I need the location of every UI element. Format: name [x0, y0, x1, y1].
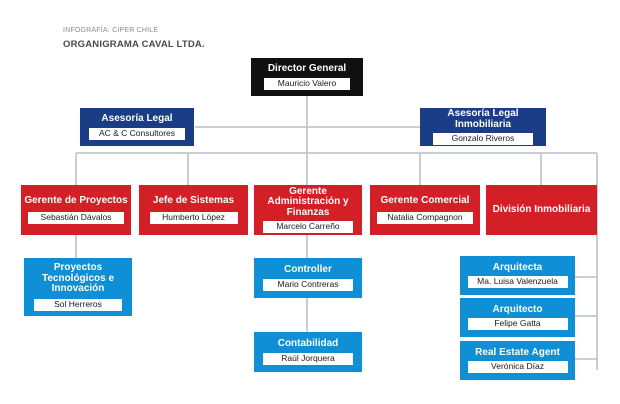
name-label: Mario Contreras: [263, 278, 353, 291]
infographic-credit: INFOGRAFÍA: CIPER CHILE: [63, 27, 159, 34]
real-estate-agent-box: Real Estate Agent Verónica Díaz: [460, 341, 575, 380]
name-label: AC & C Consultores: [89, 127, 185, 140]
role-label: Asesoría Legal Inmobiliaria: [447, 108, 519, 130]
role-label: Arquitecta: [492, 261, 543, 273]
commercial-manager-box: Gerente Comercial Natalia Compagnon: [370, 185, 480, 235]
role-label: Jefe de Sistemas: [152, 194, 235, 206]
name-label: Natalia Compagnon: [377, 212, 473, 225]
name-label: Sol Herreros: [34, 298, 122, 311]
tech-projects-box: Proyectos Tecnológicos e Innovación Sol …: [24, 258, 132, 316]
systems-head-box: Jefe de Sistemas Humberto López: [139, 185, 248, 235]
name-label: Raúl Jorquera: [263, 352, 353, 365]
director-general-box: Director General Mauricio Valero: [251, 58, 363, 96]
chart-title: ORGANIGRAMA CAVAL LTDA.: [63, 39, 205, 50]
name-label: Sebastián Dávalos: [28, 212, 124, 225]
role-label: Gerente de Proyectos: [24, 194, 128, 206]
projects-manager-box: Gerente de Proyectos Sebastián Dávalos: [21, 185, 131, 235]
name-label: Felipe Gatta: [467, 318, 568, 331]
role-label: Arquitecto: [492, 303, 543, 315]
role-label: Gerente Comercial: [380, 194, 470, 206]
role-label: División Inmobiliaria: [492, 203, 591, 215]
admin-finance-manager-box: Gerente Administración y Finanzas Marcel…: [254, 185, 362, 235]
name-label: Mauricio Valero: [264, 77, 350, 90]
accounting-box: Contabilidad Raúl Jorquera: [254, 332, 362, 372]
architect-2-box: Arquitecto Felipe Gatta: [460, 298, 575, 337]
role-label: Gerente Administración y Finanzas: [267, 185, 349, 218]
name-label: Verónica Díaz: [467, 361, 568, 374]
role-label: Contabilidad: [277, 338, 339, 350]
role-label: Director General: [267, 63, 347, 75]
name-label: Ma. Luisa Valenzuela: [467, 276, 568, 289]
legal-advisory-box: Asesoría Legal AC & C Consultores: [80, 108, 194, 146]
name-label: Gonzalo Riveros: [433, 133, 533, 145]
name-label: Marcelo Carreño: [263, 221, 353, 234]
role-label: Proyectos Tecnológicos e Innovación: [41, 262, 115, 295]
role-label: Real Estate Agent: [475, 346, 560, 358]
controller-box: Controller Mario Contreras: [254, 258, 362, 298]
role-label: Controller: [284, 264, 332, 276]
architect-1-box: Arquitecta Ma. Luisa Valenzuela: [460, 256, 575, 295]
realestate-division-box: División Inmobiliaria: [486, 185, 597, 235]
name-label: Humberto López: [149, 212, 238, 225]
realestate-legal-advisory-box: Asesoría Legal Inmobiliaria Gonzalo Rive…: [420, 108, 546, 146]
role-label: Asesoría Legal: [101, 113, 173, 125]
